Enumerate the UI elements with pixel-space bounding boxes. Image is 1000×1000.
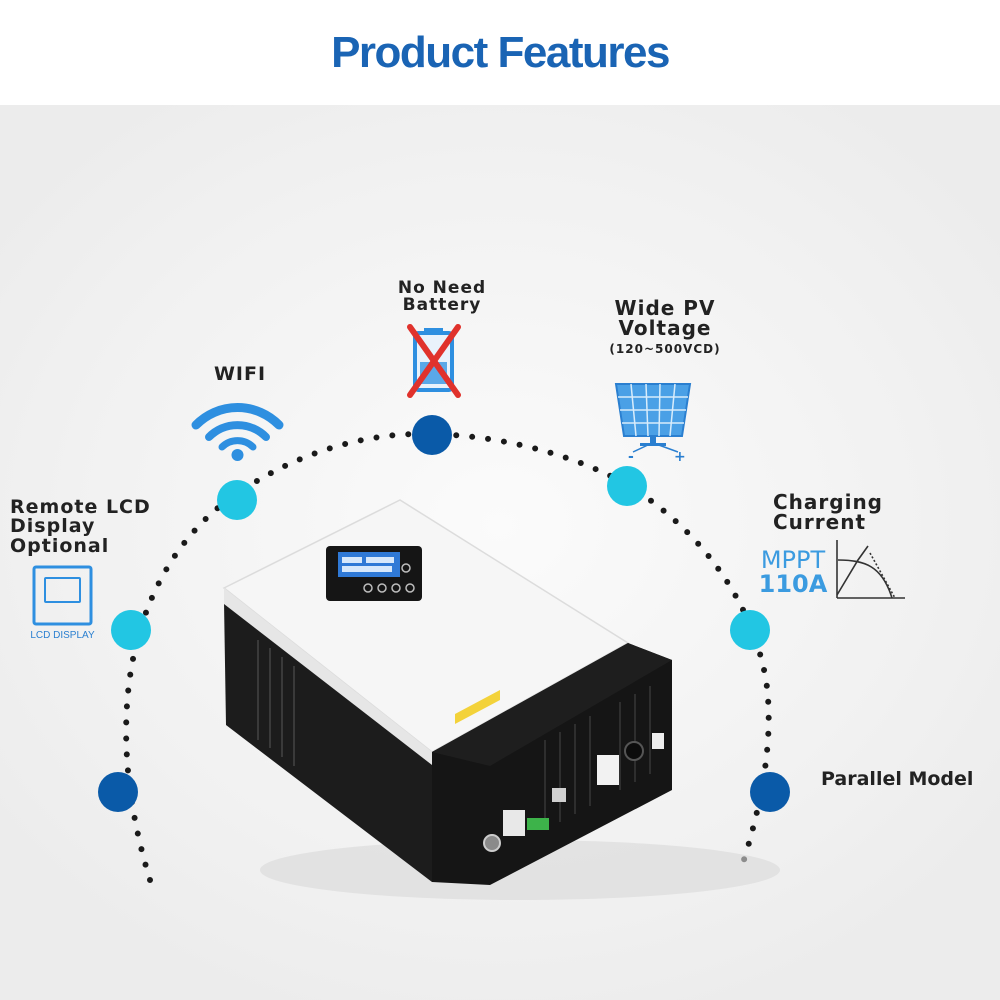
remote-lcd-line2: Display [10,515,96,538]
dot-parallel-right [750,772,790,812]
dot-wide-pv [607,466,647,506]
dot-no-battery [412,415,452,455]
lcd-display-icon [32,565,93,626]
dot-remote-lcd [111,610,151,650]
header: Product Features [0,0,1000,105]
mppt-text: MPPT [760,546,826,574]
page-title: Product Features [331,28,670,77]
mppt-curve-icon [836,540,905,599]
charging-label: Charging Current [773,492,933,533]
mppt-label: MPPT 110A [752,548,834,596]
charging-line1: Charging [773,490,884,514]
wide-pv-line1: Wide PV [614,296,716,320]
cross-icon [407,324,461,398]
wide-pv-label: Wide PV Voltage (120~500VCD) [580,298,750,355]
remote-lcd-label: Remote LCD Display Optional [10,496,210,557]
no-battery-label: No Need Battery [382,278,502,316]
lcd-display-caption: LCD DISPLAY [30,630,95,641]
parallel-model-label: Parallel Model [821,768,974,790]
wide-pv-range: (120~500VCD) [609,341,721,356]
dot-parallel [98,772,138,812]
wifi-icon [191,403,284,461]
wide-pv-line2: Voltage [618,316,712,341]
inverter-image [222,499,780,900]
solar-panel-icon [614,383,692,453]
no-battery-line2: Battery [402,295,482,316]
remote-lcd-line1: Remote LCD [10,496,151,518]
wifi-label: WIFI [213,363,267,385]
dot-wifi [217,480,257,520]
mppt-amps: 110A [758,570,828,598]
no-battery-line1: No Need [397,278,487,298]
dot-charging [730,610,770,650]
charging-line2: Current [773,510,867,535]
solar-plus: + [674,449,686,465]
solar-minus: - [628,449,634,465]
remote-lcd-line3: Optional [10,534,110,557]
